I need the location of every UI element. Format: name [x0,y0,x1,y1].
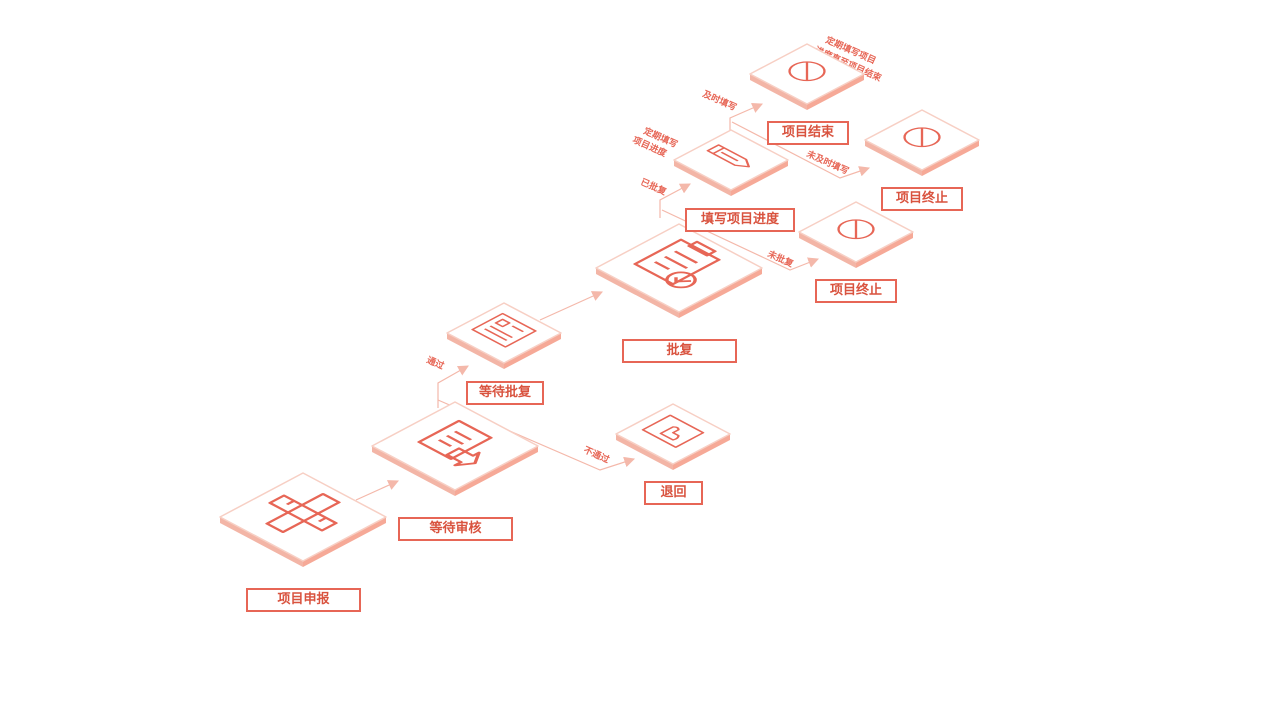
tile-end[interactable] [749,43,865,110]
tile-submit[interactable] [219,472,387,567]
pencil-icon [706,144,751,168]
tile-stop-a[interactable] [798,201,914,268]
label-project-end[interactable]: 项目结束 [767,121,849,145]
label-reply[interactable]: 批复 [622,339,737,363]
tile-waiting[interactable] [446,302,562,369]
edge-label-approved: 已批复 [639,176,669,198]
tile-returned[interactable] [615,403,731,470]
edge-label-pass: 通过 [425,354,446,372]
label-project-submit[interactable]: 项目申报 [246,588,361,612]
tile-stop-b[interactable] [864,109,980,176]
stop-circle-icon [837,219,875,240]
tile-reply[interactable] [595,223,763,318]
stop-circle-icon [788,61,826,82]
label-waiting-review[interactable]: 等待审核 [398,517,513,541]
tile-review[interactable] [371,401,539,496]
label-waiting-reply[interactable]: 等待批复 [466,381,544,405]
clipboard-approve-icon [633,238,721,289]
edge-label-not-in-time: 未及时填写 [804,147,851,177]
label-returned[interactable]: 退回 [644,481,703,505]
edge-label-not-approved: 未批复 [765,247,796,270]
connector-waiting-reply [539,291,603,321]
connector-progress-end [729,102,763,130]
label-project-stop-b[interactable]: 项目终止 [881,187,963,211]
stop-circle-icon [903,127,941,148]
pencil-ruler-icon [265,493,341,533]
edge-label-fail: 不通过 [582,444,612,466]
touch-document-icon [641,414,705,448]
label-project-stop-a[interactable]: 项目终止 [815,279,897,303]
label-fill-progress[interactable]: 填写项目进度 [685,208,795,232]
connector-reply-progress [659,183,691,218]
tiles [219,43,980,567]
form-list-icon [471,312,537,348]
tile-progress[interactable] [673,129,789,196]
connector-submit-review [355,480,399,501]
edge-label-in-time: 及时填写 [701,88,739,114]
document-arrow-icon [417,419,493,467]
connector-review-waiting [437,365,469,408]
